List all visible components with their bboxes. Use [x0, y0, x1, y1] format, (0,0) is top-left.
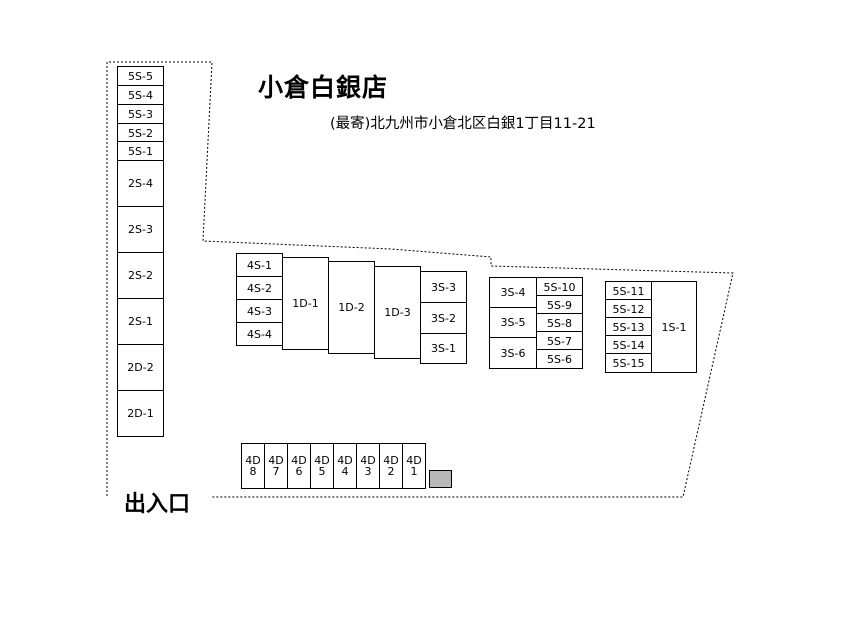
unit-3s-3[interactable]: 3S-3	[420, 271, 467, 303]
unit-5s-15[interactable]: 5S-15	[605, 353, 652, 373]
unit-5s-12[interactable]: 5S-12	[605, 299, 652, 319]
unit-1d-1[interactable]: 1D-1	[282, 257, 329, 350]
unit-5s-13[interactable]: 5S-13	[605, 317, 652, 337]
unit-4d-8[interactable]: 4D 8	[241, 443, 265, 489]
unit-4d-3[interactable]: 4D 3	[356, 443, 380, 489]
unit-4s-2[interactable]: 4S-2	[236, 276, 283, 300]
unit-5s-9[interactable]: 5S-9	[536, 295, 583, 315]
unit-2d-1[interactable]: 2D-1	[117, 390, 164, 437]
unit-3s-4[interactable]: 3S-4	[489, 277, 537, 308]
unit-2s-1[interactable]: 2S-1	[117, 298, 164, 345]
unit-3s-6[interactable]: 3S-6	[489, 337, 537, 369]
unit-5s-7[interactable]: 5S-7	[536, 331, 583, 351]
unit-5s-1[interactable]: 5S-1	[117, 141, 164, 161]
store-title: 小倉白銀店	[258, 73, 389, 102]
unit-5s-4[interactable]: 5S-4	[117, 85, 164, 105]
unit-3s-1[interactable]: 3S-1	[420, 333, 467, 364]
store-address: (最寄)北九州市小倉北区白銀1丁目11-21	[330, 116, 596, 132]
unit-3s-2[interactable]: 3S-2	[420, 302, 467, 334]
unit-4d-4[interactable]: 4D 4	[333, 443, 357, 489]
unit-4d-5[interactable]: 4D 5	[310, 443, 334, 489]
unit-1s-1[interactable]: 1S-1	[651, 281, 697, 373]
unit-4d-1[interactable]: 4D 1	[402, 443, 426, 489]
unit-1d-2[interactable]: 1D-2	[328, 261, 375, 354]
unit-4s-1[interactable]: 4S-1	[236, 253, 283, 277]
unit-5s-2[interactable]: 5S-2	[117, 123, 164, 143]
unit-5s-11[interactable]: 5S-11	[605, 281, 652, 301]
unit-5s-5[interactable]: 5S-5	[117, 66, 164, 86]
unit-1d-3[interactable]: 1D-3	[374, 266, 421, 359]
unit-5s-3[interactable]: 5S-3	[117, 104, 164, 124]
unit-3s-5[interactable]: 3S-5	[489, 307, 537, 338]
unit-2s-4[interactable]: 2S-4	[117, 160, 164, 207]
unit-5s-14[interactable]: 5S-14	[605, 335, 652, 355]
unit-5s-6[interactable]: 5S-6	[536, 349, 583, 369]
unit-2s-3[interactable]: 2S-3	[117, 206, 164, 253]
gray-marker	[429, 470, 452, 488]
unit-4d-7[interactable]: 4D 7	[264, 443, 288, 489]
entrance-label: 出入口	[124, 492, 191, 517]
unit-5s-10[interactable]: 5S-10	[536, 277, 583, 297]
unit-4s-4[interactable]: 4S-4	[236, 322, 283, 346]
unit-4s-3[interactable]: 4S-3	[236, 299, 283, 323]
unit-4d-2[interactable]: 4D 2	[379, 443, 403, 489]
unit-4d-6[interactable]: 4D 6	[287, 443, 311, 489]
unit-2s-2[interactable]: 2S-2	[117, 252, 164, 299]
unit-2d-2[interactable]: 2D-2	[117, 344, 164, 391]
unit-5s-8[interactable]: 5S-8	[536, 313, 583, 333]
